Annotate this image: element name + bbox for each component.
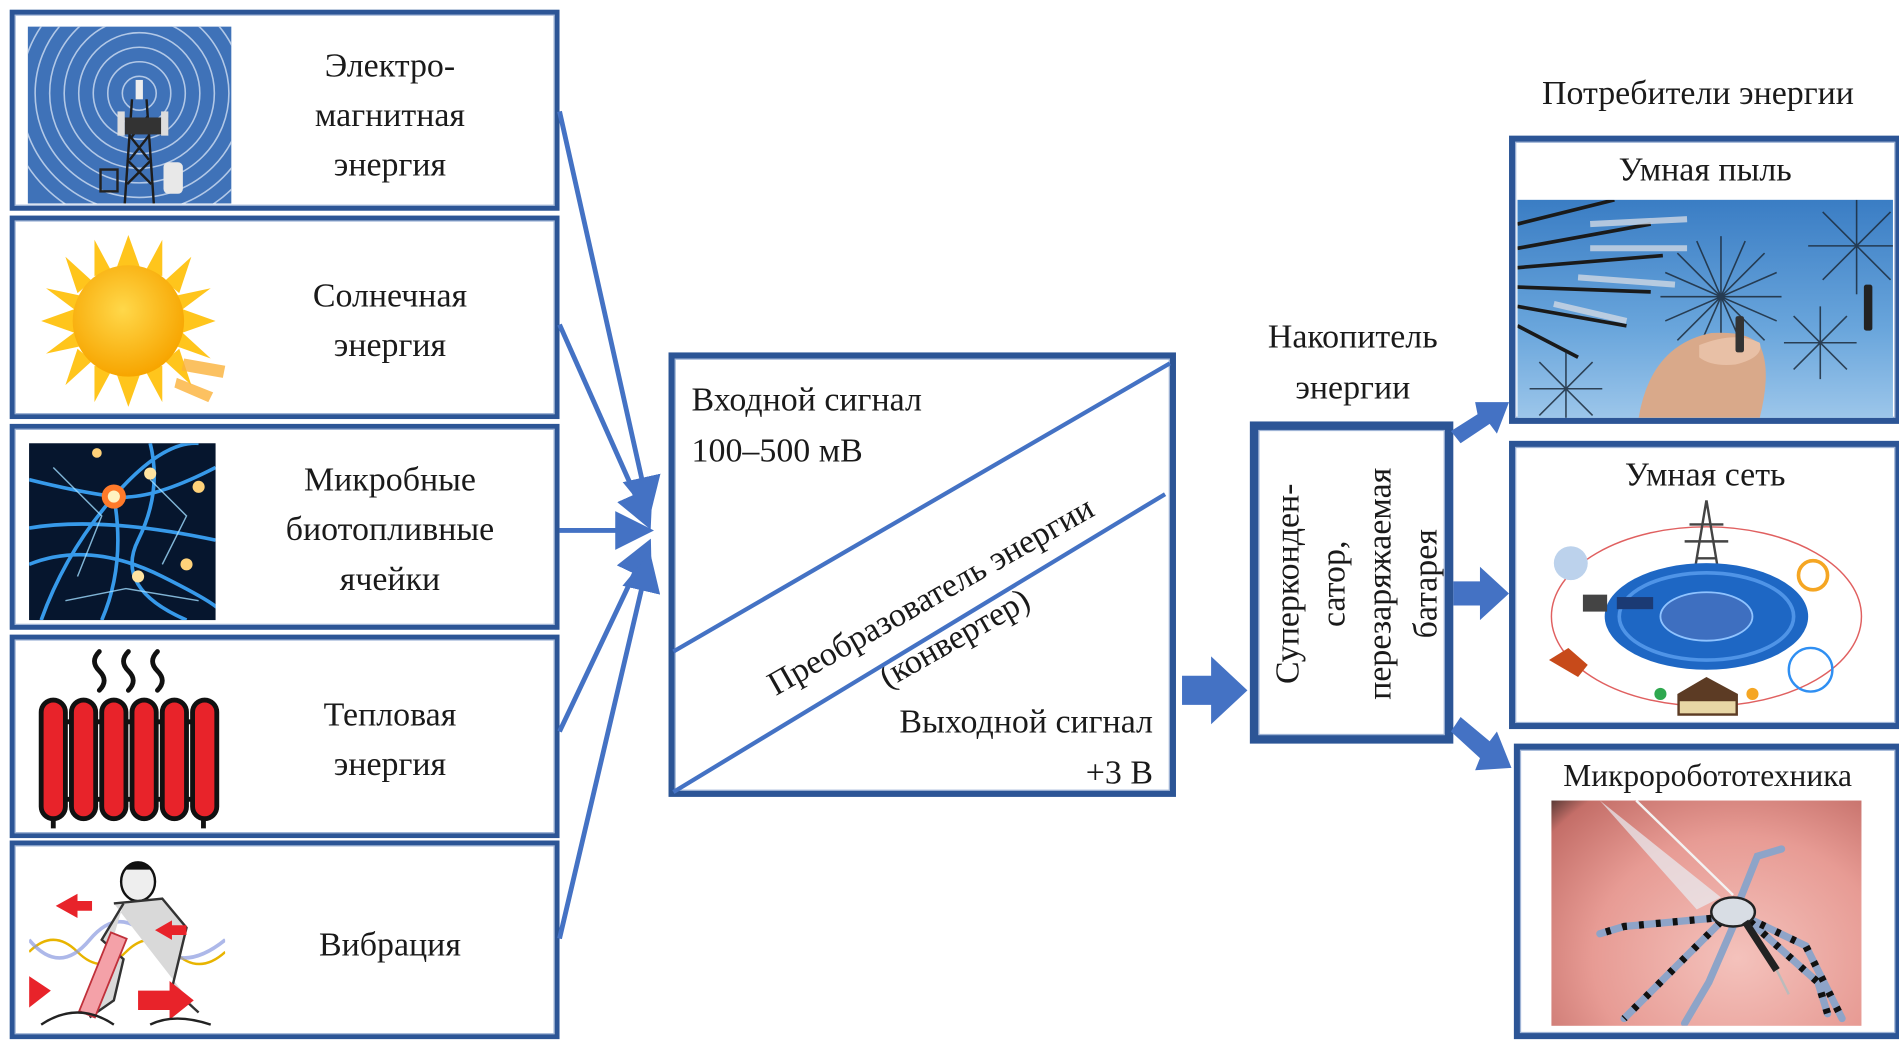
robot-mosquito-icon	[1551, 800, 1862, 1026]
sun-icon	[31, 233, 227, 410]
smart-grid-icon	[1544, 500, 1869, 723]
converter-box: Входной сигнал 100–500 мВ Выходной сигна…	[668, 352, 1176, 797]
input-signal-label: Входной сигнал 100–500 мВ	[691, 381, 922, 470]
source-label: Электро- магнитная энергия	[314, 47, 466, 185]
storage-box: Суперконден- сатор, перезаряжаемая батар…	[1249, 421, 1454, 744]
storage-heading: Накопитель энергии	[1267, 318, 1438, 407]
source-box-electromagnetic: Электро- магнитная энергия	[9, 9, 560, 211]
source-label: Вибрация	[319, 926, 461, 965]
consumer-box-microrobotics: Микроробототехника	[1513, 743, 1899, 1040]
converter-diagonal-lower	[672, 492, 1167, 794]
arrow-converter-to-storage	[1182, 656, 1248, 725]
arrow-storage-to-microrobotics	[1450, 716, 1512, 771]
arrow-vibration-to-converter	[557, 552, 661, 940]
neuron-cells-icon	[29, 443, 216, 621]
consumer-label: Умная пыль	[1618, 151, 1792, 189]
jackhammer-worker-icon	[29, 855, 226, 1032]
output-signal-label: Выходной сигнал +3 В	[899, 703, 1153, 793]
consumer-box-smart-grid: Умная сеть	[1509, 440, 1899, 730]
consumer-label: Умная сеть	[1624, 456, 1786, 495]
arrow-thermal-to-converter	[557, 538, 652, 733]
consumer-box-smart-dust: Умная пыль	[1509, 135, 1899, 424]
consumers-heading: Потребители энергии	[1541, 75, 1854, 113]
source-box-microbial: Микробные биотопливные ячейки	[9, 423, 560, 630]
arrow-em-to-converter	[557, 110, 661, 516]
source-box-vibration: Вибрация	[9, 840, 560, 1040]
source-label: Солнечная энергия	[312, 277, 468, 365]
converter-diagonal-upper	[672, 361, 1171, 654]
consumer-label: Микроробототехника	[1563, 758, 1853, 794]
source-label: Тепловая энергия	[323, 696, 457, 784]
source-box-thermal: Тепловая энергия	[9, 634, 560, 839]
arrow-storage-to-smart-dust	[1450, 402, 1510, 444]
source-box-solar: Солнечная энергия	[9, 215, 560, 420]
smart-dust-icon	[1517, 199, 1893, 418]
radio-tower-icon	[27, 26, 232, 204]
arrow-storage-to-smart-grid	[1453, 566, 1510, 621]
arrow-solar-to-converter	[557, 323, 653, 530]
radiator-icon	[31, 647, 225, 834]
source-label: Микробные биотопливные ячейки	[285, 461, 495, 599]
